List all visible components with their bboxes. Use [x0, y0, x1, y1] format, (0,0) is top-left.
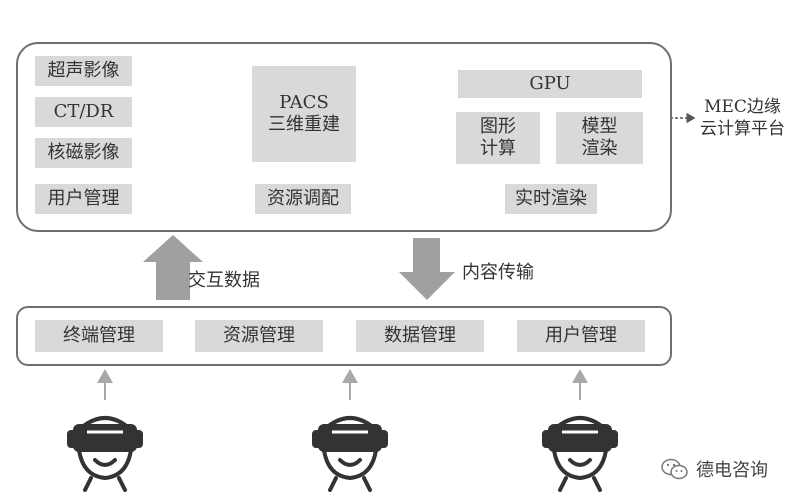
- mri-box: 核磁影像: [35, 138, 132, 168]
- user-mgmt-label-top: 用户管理: [47, 187, 120, 209]
- graph-calc-label: 图形 计算: [480, 115, 516, 160]
- data-mgmt-label: 数据管理: [384, 324, 456, 346]
- user-mgmt-label-bottom: 用户管理: [545, 324, 617, 346]
- gpu-label: GPU: [529, 72, 571, 94]
- resource-alloc-box: 资源调配: [255, 184, 351, 214]
- pacs-box: PACS 三维重建: [252, 66, 356, 162]
- model-render-box: 模型 渲染: [556, 112, 643, 164]
- resource-mgmt-box: 资源管理: [195, 320, 323, 352]
- wechat-icon: [661, 458, 688, 480]
- vr-user-icon-3: [542, 416, 618, 492]
- realtime-render-box: 实时渲染: [505, 184, 597, 214]
- ultrasound-label: 超声影像: [47, 59, 120, 81]
- user-mgmt-box-bottom: 用户管理: [517, 320, 645, 352]
- vr-user-icon-2: [312, 416, 388, 492]
- model-render-label: 模型 渲染: [581, 115, 618, 160]
- vr-user-icon-1: [67, 416, 143, 492]
- pacs-label: PACS 三维重建: [268, 91, 340, 136]
- down-arrow: [399, 238, 455, 300]
- realtime-render-label: 实时渲染: [515, 187, 587, 209]
- ct-dr-label: CT/DR: [53, 100, 114, 122]
- interactive-data-label: 交互数据: [188, 270, 260, 291]
- mri-label: 核磁影像: [47, 141, 120, 163]
- watermark: 德电咨询: [660, 456, 768, 482]
- ultrasound-box: 超声影像: [35, 56, 132, 86]
- mec-label: MEC边缘 云计算平台: [700, 97, 785, 140]
- terminal-mgmt-box: 终端管理: [35, 320, 163, 352]
- ct-dr-box: CT/DR: [35, 97, 132, 127]
- gpu-box: GPU: [458, 70, 642, 98]
- resource-mgmt-label: 资源管理: [223, 324, 295, 346]
- data-mgmt-box: 数据管理: [356, 320, 484, 352]
- watermark-text: 德电咨询: [696, 460, 768, 481]
- graph-calc-box: 图形 计算: [456, 112, 540, 164]
- up-arrow: [143, 235, 203, 300]
- user-mgmt-box-top: 用户管理: [35, 184, 132, 214]
- resource-alloc-label: 资源调配: [267, 187, 339, 209]
- content-transfer-label: 内容传输: [462, 262, 534, 283]
- terminal-mgmt-label: 终端管理: [63, 324, 135, 346]
